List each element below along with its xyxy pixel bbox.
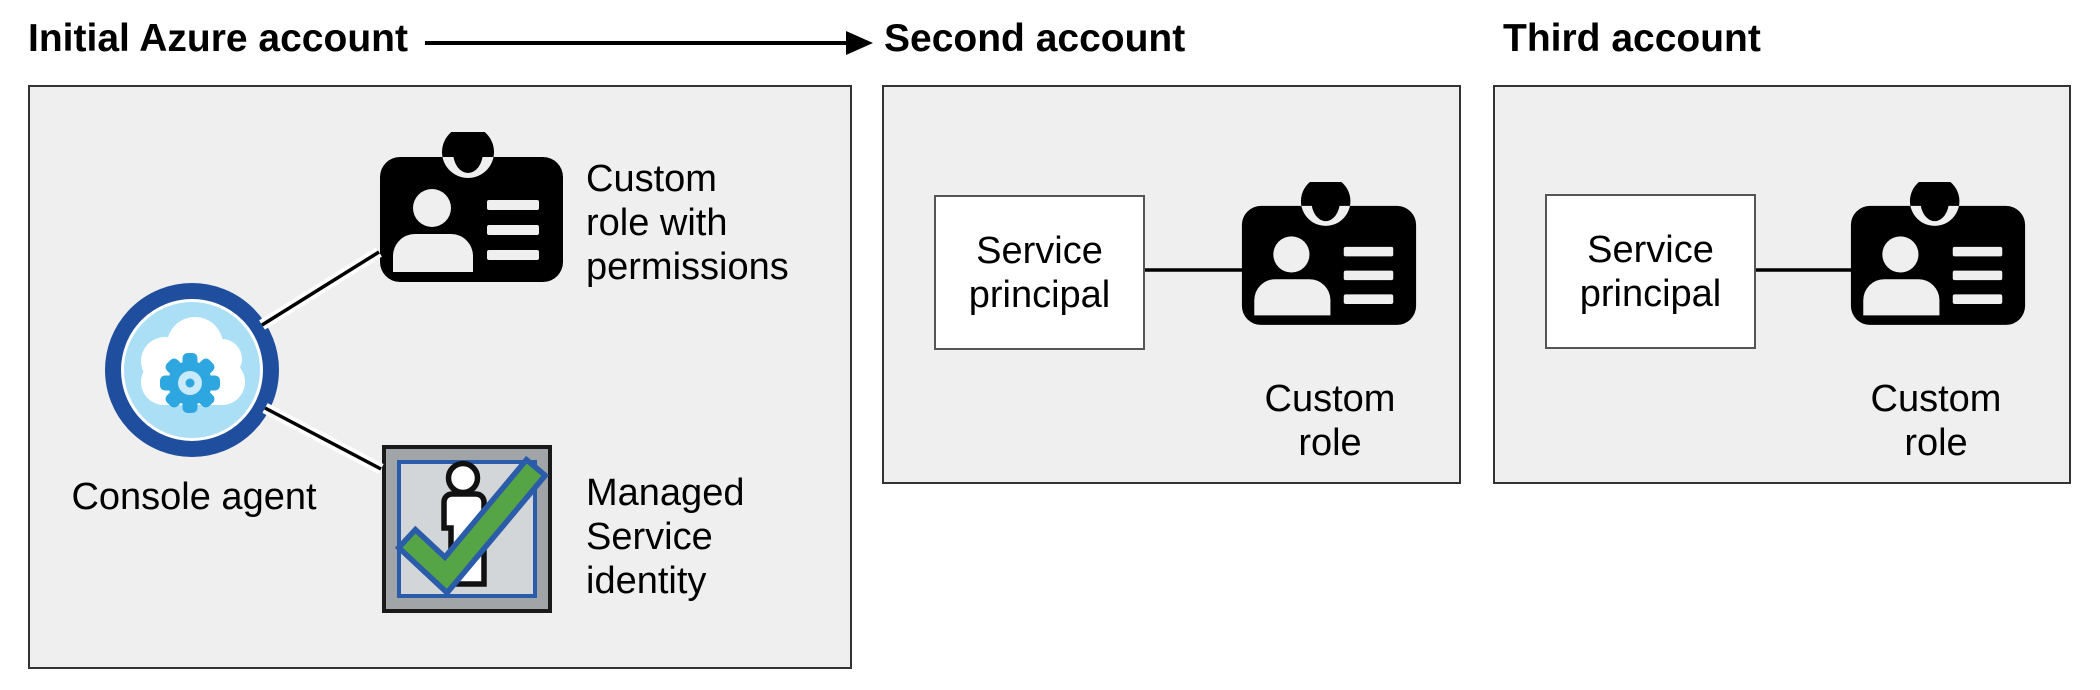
custom-role-permissions-label: Custom role with permissions [586,157,789,289]
managed-identity-label: Managed Service identity [586,471,744,603]
custom-role-line-1: Custom [1870,378,2002,420]
id-badge-icon [1241,182,1417,325]
managed-identity-line-2: Service [586,516,713,558]
managed-identity-line-1: Managed [586,472,745,514]
console-agent-label: Console agent [71,476,317,518]
service-principal-box: Service principal [1545,194,1756,349]
third-account-title: Third account [1503,17,1761,60]
service-principal-line-1: Service [976,229,1103,272]
service-principal-box: Service principal [934,195,1145,350]
custom-role-label: Custom role [1826,377,2046,465]
service-principal-line-1: Service [1587,228,1714,271]
second-account-box: Service principal Custom role [882,85,1461,484]
custom-role-line-2: role with [586,202,728,244]
arrow-icon [425,31,873,55]
service-principal-line-2: principal [968,273,1111,316]
initial-account-box: Custom role with permissions [28,85,852,669]
gear-shape [160,353,220,413]
custom-role-line-2: role [1298,422,1362,464]
service-principal-label: Service principal [1580,228,1722,316]
custom-role-label: Custom role [1220,377,1440,465]
custom-role-line-2: role [1904,422,1968,464]
third-account-box: Service principal Custom role [1493,85,2071,484]
custom-role-line-1: Custom [1264,378,1396,420]
id-badge-icon [380,132,563,282]
service-principal-label: Service principal [969,229,1111,317]
initial-account-title: Initial Azure account [28,17,408,60]
custom-role-line-3: permissions [586,246,789,288]
console-agent-icon [105,283,279,457]
check-mark [394,455,550,597]
service-principal-line-2: principal [1579,272,1722,315]
id-badge-icon [1850,182,2026,325]
managed-identity-line-3: identity [586,560,707,602]
second-account-title: Second account [884,17,1186,60]
managed-identity-check-icon [382,445,552,613]
custom-role-line-1: Custom [586,158,717,200]
